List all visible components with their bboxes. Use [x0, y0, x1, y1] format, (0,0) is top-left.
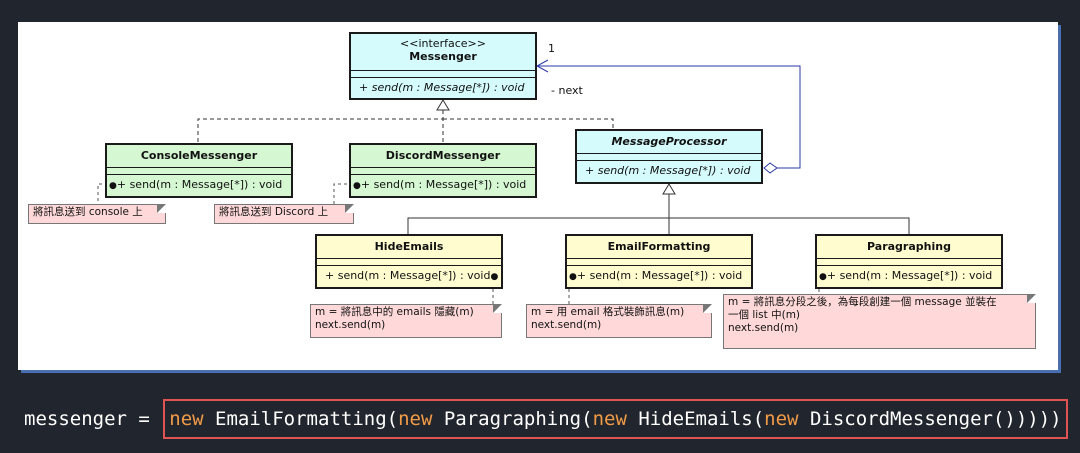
email-formatting-operation: + send(m : Message[*]) : void [576, 269, 743, 282]
code-text: HideEmails( [626, 408, 765, 430]
generalization-line [407, 193, 910, 235]
attributes-compartment [351, 168, 535, 175]
note-anchor-dot: ● [819, 272, 827, 282]
console-note-text: 將訊息送到 console 上 [33, 206, 143, 218]
code-keyword: new [592, 408, 627, 430]
aggregation-diamond [763, 162, 778, 174]
association-line [538, 65, 801, 169]
code-text: EmailFormatting( [203, 408, 399, 430]
email-formatting-note-line: m = 用 email 格式裝飾訊息(m) [531, 306, 685, 318]
hide-emails-note-line: m = 將訊息中的 emails 隱藏(m) [315, 306, 474, 318]
console-messenger-operation: + send(m : Message[*]) : void [116, 178, 283, 191]
note-fold [703, 304, 712, 313]
paragraphing-note: m = 將訊息分段之後，為每段創建一個 message 並裝在 一個 list … [723, 294, 1036, 349]
note-anchor-dot: ● [490, 272, 499, 282]
code-prefix: messenger = [24, 408, 162, 430]
discord-messenger-operation: + send(m : Message[*]) : void [360, 178, 527, 191]
note-fold [345, 204, 354, 213]
code-highlight-box: new EmailFormatting(new Paragraphing(new… [163, 399, 1068, 439]
interface-stereotype: <<interface>> [400, 37, 486, 50]
paragraphing-note-line: next.send(m) [728, 322, 799, 334]
email-formatting-note: m = 用 email 格式裝飾訊息(m) next.send(m) [526, 304, 712, 338]
note-fold [1027, 294, 1036, 303]
console-messenger-name: ConsoleMessenger [107, 145, 291, 168]
hide-emails-note-line: next.send(m) [315, 319, 386, 331]
attributes-compartment [577, 154, 761, 161]
realization-line-processor [443, 118, 614, 128]
message-processor-operation: + send(m : Message[*]) : void [585, 164, 751, 177]
code-text: DiscordMessenger())))) [798, 408, 1062, 430]
messenger-operation: + send(m : Message[*]) : void [359, 81, 525, 94]
note-anchor-dot: ● [109, 181, 117, 191]
note-fold [493, 304, 502, 313]
note-link-discord [333, 183, 353, 204]
messenger-interface: <<interface>> Messenger + send(m : Messa… [349, 32, 537, 100]
attributes-compartment [107, 168, 291, 175]
multiplicity-label: 1 [548, 42, 555, 55]
hide-emails-note: m = 將訊息中的 emails 隱藏(m) next.send(m) [310, 304, 502, 338]
code-keyword: new [764, 408, 799, 430]
note-anchor-dot: ● [569, 272, 577, 282]
discord-note: 將訊息送到 Discord 上 [214, 204, 354, 224]
messenger-name: Messenger [409, 50, 477, 63]
code-keyword: new [169, 408, 204, 430]
hide-emails-name: HideEmails [317, 236, 501, 259]
message-processor-name: MessageProcessor [577, 131, 761, 154]
diagram-panel: <<interface>> Messenger + send(m : Messa… [18, 22, 1058, 370]
email-formatting-class: EmailFormatting ●+ send(m : Message[*]) … [565, 234, 753, 289]
note-anchor-dot: ● [353, 181, 361, 191]
paragraphing-note-line: m = 將訊息分段之後，為每段創建一個 message 並裝在 [728, 296, 997, 308]
generalization-arrowhead [662, 183, 676, 195]
hide-emails-class: HideEmails + send(m : Message[*]) : void… [315, 234, 503, 289]
realization-line-console [197, 102, 444, 142]
discord-note-text: 將訊息送到 Discord 上 [219, 206, 329, 218]
attributes-compartment [817, 259, 1001, 266]
attributes-compartment [567, 259, 751, 266]
attributes-compartment [317, 259, 501, 266]
paragraphing-note-line: 一個 list 中(m) [728, 309, 801, 321]
attributes-compartment [351, 71, 535, 78]
discord-messenger-name: DiscordMessenger [351, 145, 535, 168]
console-messenger-class: ConsoleMessenger ●+ send(m : Message[*])… [105, 143, 293, 198]
console-note: 將訊息送到 console 上 [28, 204, 166, 224]
paragraphing-class: Paragraphing ●+ send(m : Message[*]) : v… [815, 234, 1003, 289]
email-formatting-note-line: next.send(m) [531, 319, 602, 331]
code-text: Paragraphing( [432, 408, 593, 430]
paragraphing-operation: + send(m : Message[*]) : void [826, 269, 993, 282]
code-line: messenger = new EmailFormatting(new Para… [24, 399, 1068, 439]
paragraphing-name: Paragraphing [817, 236, 1001, 259]
message-processor-class: MessageProcessor + send(m : Message[*]) … [575, 129, 763, 184]
realization-arrowhead [436, 99, 450, 111]
discord-messenger-class: DiscordMessenger ●+ send(m : Message[*])… [349, 143, 537, 198]
code-keyword: new [398, 408, 433, 430]
association-arrowhead [535, 59, 549, 73]
hide-emails-operation: + send(m : Message[*]) : void [325, 269, 491, 282]
role-label: - next [551, 84, 583, 97]
connector-lines [97, 59, 910, 304]
note-fold [157, 204, 166, 213]
email-formatting-name: EmailFormatting [567, 236, 751, 259]
